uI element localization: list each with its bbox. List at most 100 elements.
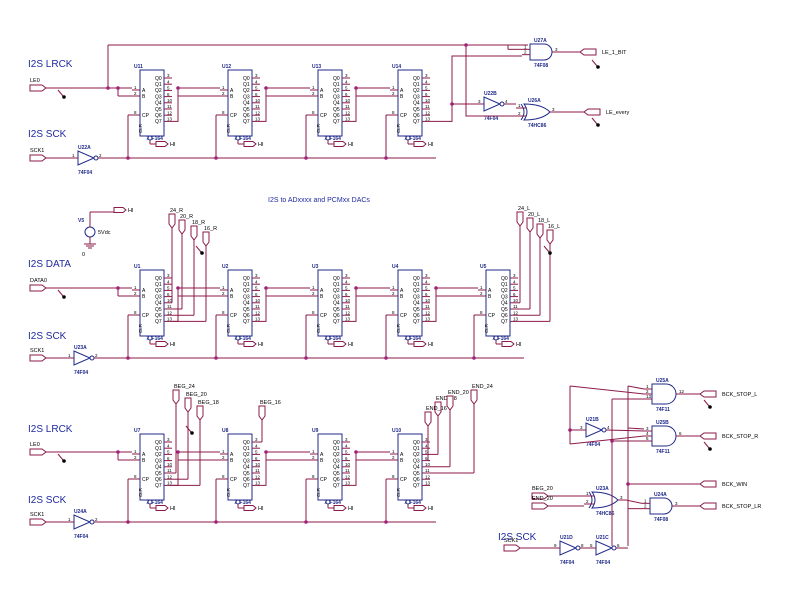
pin-number: 8 — [480, 310, 483, 315]
pin-number: 10 — [425, 462, 431, 467]
pin-number: 4 — [167, 443, 170, 448]
pin-number: 2 — [518, 111, 521, 116]
pin-number: 13 — [425, 117, 431, 122]
net-label: 20_L — [528, 212, 540, 218]
pin-number: 12 — [425, 474, 431, 479]
pin-number: 1 — [72, 153, 75, 158]
pin-number: 3 — [552, 107, 555, 112]
pin-number: 10 — [167, 462, 173, 467]
pin-number: 5 — [425, 450, 428, 455]
inverter-body — [483, 96, 502, 112]
pin-label: CLR — [396, 323, 401, 333]
pin-label: Q5 — [155, 471, 162, 477]
clr-bubble — [235, 499, 241, 505]
pin-number: 4 — [345, 79, 348, 84]
pin-number: 10 — [345, 462, 351, 467]
pin-label: Q7 — [155, 483, 162, 489]
offpage-connector — [29, 154, 47, 162]
clr-bubble — [235, 135, 241, 141]
pin-label: Q0 — [243, 440, 250, 446]
pin-label: Q3 — [155, 458, 162, 464]
net-label: HI — [428, 342, 434, 348]
wire — [172, 87, 220, 122]
pin-label: B — [400, 94, 404, 100]
net-label: HI — [258, 342, 264, 348]
and-gate-body — [651, 425, 677, 447]
tap-connector — [526, 217, 534, 233]
pin-label: Q6 — [155, 313, 162, 319]
pin-number: 3 — [513, 273, 516, 278]
wire — [350, 87, 390, 122]
pin-label: CLR — [138, 123, 143, 133]
pin-label: CP — [230, 113, 238, 119]
xor-gate-body — [591, 491, 619, 509]
pin-label: Q6 — [333, 313, 340, 319]
pin-number: 6 — [167, 292, 170, 297]
pin-label: Q7 — [243, 483, 250, 489]
probe-marker — [596, 65, 600, 69]
pin-label: Q4 — [155, 465, 162, 471]
hi-tie-connector — [413, 505, 427, 511]
pin-number: 8 — [222, 110, 225, 115]
part-type: 74F164 — [404, 136, 421, 142]
pin-number: 4 — [345, 279, 348, 284]
hi-tie-connector — [155, 341, 169, 347]
pin-number: 4 — [167, 279, 170, 284]
pin-label: Q7 — [501, 319, 508, 325]
net-label: 16_L — [548, 224, 560, 230]
net-label: BEG_20 — [186, 392, 207, 398]
offpage-connector — [503, 544, 521, 552]
pin-label: Q0 — [243, 276, 250, 282]
pin-label: Q7 — [413, 483, 420, 489]
wire — [260, 451, 310, 486]
pin-number: 5 — [590, 543, 593, 548]
pin-label: Q1 — [333, 446, 340, 452]
pin-number: 4 — [425, 279, 428, 284]
pin-number: 5 — [167, 286, 170, 291]
tap-connector — [190, 225, 198, 241]
net-label: LE0 — [30, 442, 40, 448]
part-ref: U5 — [480, 264, 487, 270]
probe-marker — [703, 441, 710, 449]
part-type: 74F04 — [596, 560, 610, 566]
offpage-connector — [531, 492, 549, 500]
hi-tie-connector — [243, 141, 257, 147]
pin-label: Q2 — [155, 88, 162, 94]
pin-label: CP — [400, 313, 408, 319]
pin-number: 13 — [345, 481, 351, 486]
hi-tie-connector — [243, 505, 257, 511]
tap-connector — [536, 223, 544, 239]
pin-number: 10 — [425, 298, 431, 303]
pin-number: 11 — [345, 304, 350, 309]
pin-label: Q2 — [243, 288, 250, 294]
part-ref: U24A — [654, 492, 667, 498]
pin-number: 12 — [255, 474, 261, 479]
net-label: HI — [258, 506, 264, 512]
junction-dot — [214, 356, 218, 360]
pin-label: Q1 — [155, 82, 162, 88]
net-label: HI — [348, 342, 354, 348]
pin-label: Q2 — [333, 452, 340, 458]
pin-label: Q5 — [413, 107, 420, 113]
part-ref: U9 — [312, 428, 319, 434]
junction-dot — [116, 86, 120, 90]
probe-marker — [591, 117, 598, 125]
pin-number: 3 — [345, 273, 348, 278]
pin-label: Q7 — [333, 483, 340, 489]
pin-number: 3 — [580, 425, 583, 430]
pin-number: 13 — [255, 317, 261, 322]
xor-gate-arc — [520, 103, 525, 121]
pin-label: Q4 — [413, 465, 420, 471]
part-type: 74F164 — [234, 336, 251, 342]
pin-label: Q2 — [155, 288, 162, 294]
pin-number: 12 — [513, 310, 519, 315]
offpage-connector — [531, 502, 549, 510]
net-label: END_24 — [472, 384, 493, 390]
pin-label: Q5 — [501, 307, 508, 313]
wire — [627, 427, 645, 430]
pin-number: 11 — [255, 304, 260, 309]
probe-marker — [548, 251, 552, 255]
offpage-connector — [29, 518, 47, 526]
